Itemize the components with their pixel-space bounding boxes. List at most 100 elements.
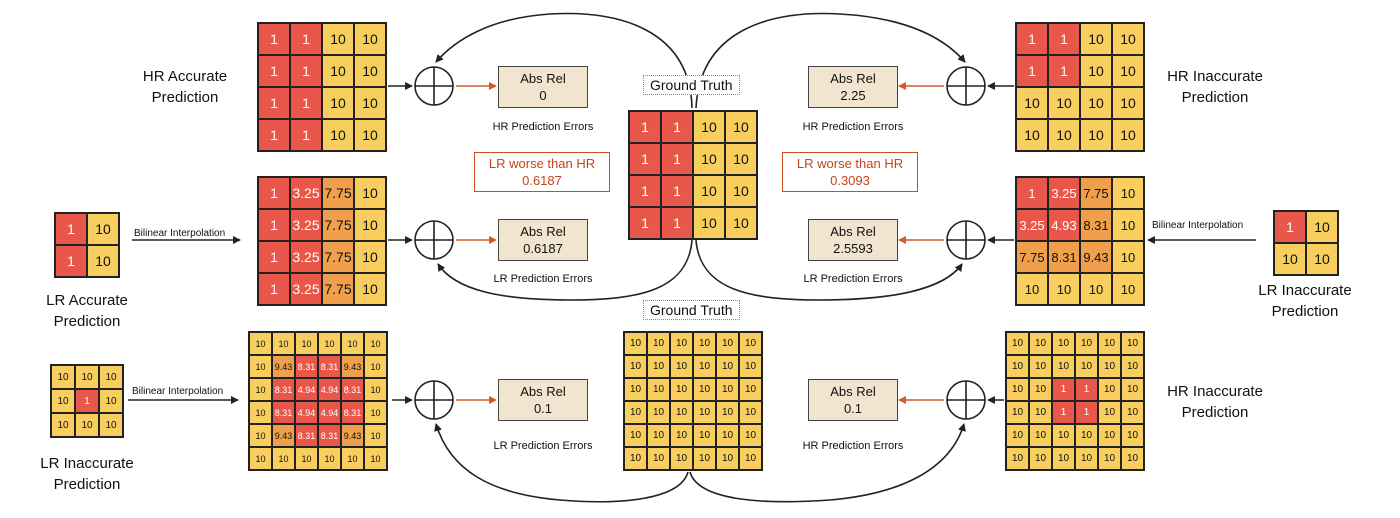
abs-rel-value: 0.1 — [843, 401, 863, 416]
abs-rel-label: Abs Rel — [520, 384, 566, 399]
grid-cell: 10 — [693, 207, 725, 239]
grid-cell: 1 — [629, 111, 661, 143]
grid-cell: 10 — [1006, 401, 1029, 424]
grid-cell: 3.25 — [290, 241, 322, 273]
grid-cell: 10 — [1121, 332, 1144, 355]
grid-cell: 10 — [1112, 209, 1144, 241]
grid-cell: 10 — [75, 365, 99, 389]
grid-cell: 10 — [1006, 447, 1029, 470]
grid-cell: 10 — [693, 111, 725, 143]
grid-cell: 10 — [647, 378, 670, 401]
grid-cell: 10 — [318, 447, 341, 470]
grid-cell: 10 — [1029, 401, 1052, 424]
ground-truth-title-top: Ground Truth — [643, 75, 740, 95]
grid-cell: 9.43 — [272, 355, 295, 378]
grid-cell: 1 — [258, 177, 290, 209]
caption-lr-pred-errors-right: LR Prediction Errors — [803, 273, 903, 285]
grid-cell: 1 — [258, 23, 290, 55]
grid-cell: 4.94 — [295, 378, 318, 401]
grid-cell: 1 — [258, 119, 290, 151]
grid-cell: 10 — [341, 332, 364, 355]
worse-box-label: LR worse than HR — [796, 156, 904, 171]
grid-cell: 9.43 — [272, 424, 295, 447]
grid-cell: 1 — [1075, 378, 1098, 401]
grid-cell: 10 — [716, 332, 739, 355]
grid-cell: 10 — [1306, 211, 1338, 243]
grid-cell: 7.75 — [322, 209, 354, 241]
caption-hr-pred-errors-left: HR Prediction Errors — [492, 121, 594, 133]
worse-box-value: 0.3093 — [830, 173, 870, 188]
grid-cell: 10 — [647, 447, 670, 470]
grid-cell: 10 — [647, 424, 670, 447]
grid-cell: 1 — [661, 175, 693, 207]
grid-cell: 10 — [647, 355, 670, 378]
grid-cell: 10 — [624, 332, 647, 355]
grid-cell: 10 — [1080, 55, 1112, 87]
grid-cell: 10 — [1112, 23, 1144, 55]
grid-cell: 10 — [364, 332, 387, 355]
grid-cell: 10 — [364, 378, 387, 401]
grid-cell: 10 — [1112, 273, 1144, 305]
grid-cell: 8.31 — [272, 401, 295, 424]
sum-node-mid-right — [946, 220, 986, 260]
grid-cell: 10 — [364, 424, 387, 447]
grid-cell: 1 — [629, 143, 661, 175]
abs-rel-label: Abs Rel — [830, 71, 876, 86]
grid-cell: 1 — [290, 23, 322, 55]
grid-cell: 4.94 — [318, 378, 341, 401]
grid-cell: 10 — [1052, 447, 1075, 470]
sum-node-bot-left — [414, 380, 454, 420]
grid-cell: 1 — [290, 87, 322, 119]
grid-cell: 9.43 — [341, 424, 364, 447]
grid-cell: 10 — [1112, 241, 1144, 273]
grid-cell: 10 — [249, 424, 272, 447]
grid-cell: 10 — [295, 332, 318, 355]
grid-cell: 10 — [1080, 273, 1112, 305]
abs-rel-value: 2.25 — [840, 88, 866, 103]
abs-rel-box-hr-accurate: Abs Rel 0 — [498, 66, 588, 108]
grid-cell: 8.31 — [295, 355, 318, 378]
grid-cell: 1 — [1052, 378, 1075, 401]
caption-lr-pred-errors-left: LR Prediction Errors — [493, 273, 593, 285]
grid-cell: 1 — [629, 207, 661, 239]
grid-cell: 10 — [322, 23, 354, 55]
grid-cell: 10 — [693, 447, 716, 470]
grid-cell: 10 — [1098, 401, 1121, 424]
grid-cell: 1 — [290, 119, 322, 151]
label-bilinear-left-mid: Bilinear Interpolation — [134, 228, 226, 239]
grid-cell: 10 — [354, 273, 386, 305]
abs-rel-label: Abs Rel — [520, 224, 566, 239]
label-lr-inaccurate-bot: LR Inaccurate Prediction — [40, 455, 134, 493]
grid-cell: 10 — [1121, 424, 1144, 447]
grid-cell: 10 — [1075, 424, 1098, 447]
grid-cell: 10 — [739, 401, 762, 424]
grid-cell: 10 — [1052, 355, 1075, 378]
grid-cell: 10 — [670, 378, 693, 401]
grid-cell: 1 — [75, 389, 99, 413]
grid-cell: 10 — [624, 401, 647, 424]
grid-cell: 8.31 — [318, 355, 341, 378]
grid-cell: 10 — [670, 424, 693, 447]
grid-cell: 10 — [693, 378, 716, 401]
grid-cell: 10 — [1121, 355, 1144, 378]
grid-cell: 10 — [51, 389, 75, 413]
label-bilinear-right-mid: Bilinear Interpolation — [1152, 220, 1244, 231]
grid-cell: 10 — [1048, 273, 1080, 305]
label-hr-inaccurate-top: HR Inaccurate Prediction — [1167, 68, 1263, 106]
grid-cell: 10 — [693, 355, 716, 378]
grid-cell: 10 — [1121, 378, 1144, 401]
grid-cell: 10 — [1052, 332, 1075, 355]
grid-cell: 10 — [354, 55, 386, 87]
grid-cell: 1 — [661, 143, 693, 175]
grid-cell: 3.25 — [290, 273, 322, 305]
grid-cell: 10 — [693, 401, 716, 424]
grid-cell: 10 — [716, 424, 739, 447]
grid-cell: 1 — [258, 273, 290, 305]
abs-rel-box-bot-right: Abs Rel 0.1 — [808, 379, 898, 421]
grid-cell: 10 — [693, 175, 725, 207]
